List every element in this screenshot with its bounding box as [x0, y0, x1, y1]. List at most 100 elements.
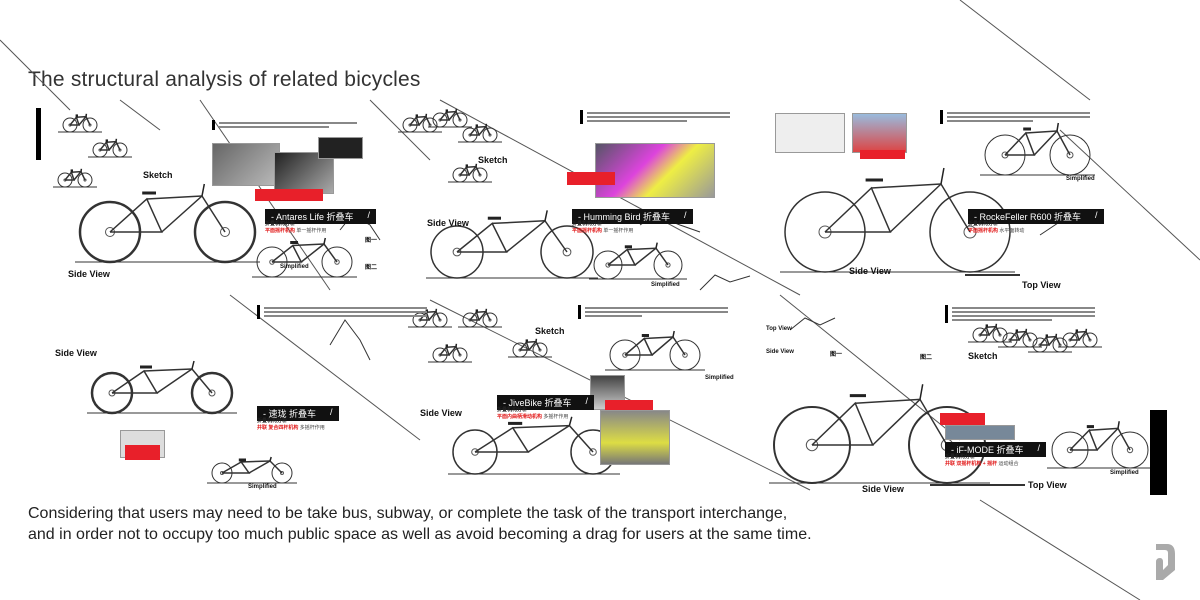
frame	[300, 242, 338, 263]
frame	[241, 460, 271, 463]
frame	[651, 335, 686, 356]
handlebar	[940, 167, 945, 185]
linkage-diagram	[329, 319, 371, 361]
accent-bar	[36, 108, 41, 160]
hub	[280, 471, 284, 475]
frame	[474, 426, 530, 453]
photo	[595, 143, 715, 198]
simplified-label: Simplified	[651, 282, 680, 288]
panel-label-sulong: - 速珑 折叠车/	[257, 406, 339, 421]
photo	[600, 410, 670, 465]
frame	[161, 194, 226, 233]
sketch-label: Sketch	[478, 155, 508, 165]
frame	[109, 197, 163, 233]
panel-label-rockefeller: - RockeFeller R600 折叠车/	[968, 209, 1104, 224]
simplified-label: Simplified	[705, 375, 734, 381]
frame	[506, 219, 568, 253]
frame	[221, 461, 251, 474]
caption: Considering that users may need to be ta…	[28, 503, 812, 545]
caption-line-1: Considering that users may need to be ta…	[28, 505, 788, 522]
frame	[439, 110, 451, 121]
figure-label: 图二	[365, 265, 378, 271]
frame	[607, 248, 637, 266]
frame	[627, 247, 657, 251]
panel-sublabel: 折叠机构分析平面摇杆机构 水平面转动	[968, 221, 1025, 234]
hub	[665, 262, 671, 268]
brand-logo-icon	[1156, 544, 1175, 580]
side-view-label: Side View	[849, 266, 891, 276]
frame	[459, 165, 471, 176]
description-text	[578, 305, 728, 319]
description-text	[212, 120, 357, 130]
frame	[146, 195, 203, 200]
panel-label-antares-life: - Antares Life 折叠车/	[265, 209, 377, 224]
frame	[871, 183, 942, 189]
frame	[99, 140, 111, 151]
frame	[644, 336, 674, 340]
handlebar	[1117, 421, 1120, 429]
frame	[1039, 335, 1051, 346]
top-view-label: Top View	[1022, 280, 1061, 290]
page-title: The structural analysis of related bicyc…	[28, 68, 421, 91]
frame	[69, 115, 81, 126]
guide-line	[0, 39, 71, 111]
panel-label-humming-bird: - Humming Bird 折叠车/	[572, 209, 693, 224]
photo	[852, 113, 907, 153]
panel-sublabel: 折叠机构分析并联 复合四杆机构 多摇杆作用	[257, 418, 325, 431]
frame	[824, 186, 892, 233]
photo	[212, 143, 280, 186]
frame	[292, 243, 325, 247]
frame	[1069, 428, 1099, 451]
caption-line-2: and in order not to occupy too much publ…	[28, 526, 812, 543]
frame	[1025, 130, 1058, 134]
red-block	[860, 150, 905, 159]
frame	[1089, 427, 1119, 431]
side-view-label: Side View	[55, 348, 97, 358]
photo	[945, 425, 1015, 440]
frame	[512, 424, 570, 429]
red-block	[940, 413, 985, 425]
side-view-label: Side View	[427, 218, 469, 228]
guide-line	[229, 294, 421, 441]
frame	[469, 125, 481, 136]
handlebar	[544, 210, 548, 221]
sketch-label: Sketch	[143, 170, 173, 180]
panel-sublabel: 折叠机构分析平面内曲柄滑动机构 多摇杆作用	[497, 407, 569, 420]
frame	[143, 368, 193, 372]
handlebar	[672, 330, 675, 338]
simplified-label: Simplified	[280, 264, 309, 270]
photo	[775, 113, 845, 153]
sketch-label: Sketch	[535, 326, 565, 336]
handlebar	[568, 416, 573, 426]
red-block	[567, 172, 615, 185]
side-view-label: Side View	[862, 484, 904, 494]
panel-sublabel: 折叠机构分析平面摇杆机构 单一摇杆作用	[572, 221, 634, 234]
panel-sublabel: 折叠机构分析并联 双摇杆机构 + 摇杆 运动组合	[945, 454, 1019, 467]
frame	[469, 310, 481, 321]
figure-label: 图一	[365, 238, 378, 244]
hub	[1126, 446, 1134, 454]
hub	[208, 389, 216, 397]
accent-bar	[1150, 410, 1167, 495]
handlebar	[919, 384, 924, 400]
frame	[1096, 427, 1131, 451]
handlebar	[269, 456, 272, 462]
description-text	[580, 110, 730, 124]
frame	[1004, 131, 1036, 156]
guide-line	[959, 0, 1091, 101]
frame	[248, 460, 283, 474]
hub	[562, 247, 572, 257]
simplified-label: Simplified	[248, 484, 277, 490]
frame	[855, 398, 921, 404]
red-block	[255, 189, 323, 201]
frame	[979, 325, 991, 336]
red-block	[125, 445, 160, 460]
hub	[220, 227, 230, 237]
hub	[334, 259, 340, 265]
sketch-label: Sketch	[968, 351, 998, 361]
frame	[492, 220, 546, 225]
guide-line	[1059, 129, 1200, 261]
frame	[271, 244, 303, 263]
frame	[634, 247, 669, 266]
frame	[624, 337, 654, 356]
